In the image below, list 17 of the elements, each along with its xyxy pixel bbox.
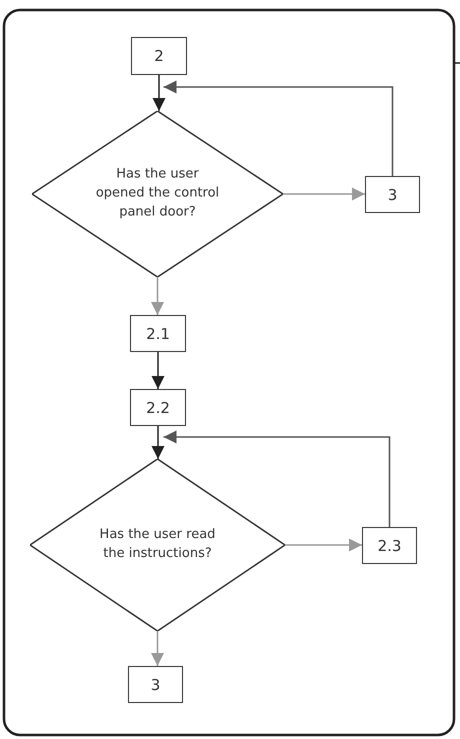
question-text: Has the user opened the control panel door? bbox=[94, 166, 220, 222]
arrow bbox=[283, 188, 365, 200]
arrow bbox=[152, 352, 164, 389]
step-box: 2 bbox=[131, 37, 187, 75]
step-box: 2.3 bbox=[362, 527, 417, 564]
arrow bbox=[151, 277, 164, 315]
arrow bbox=[152, 426, 164, 459]
question-text: Has the user read the instructions? bbox=[98, 526, 216, 563]
arrow bbox=[285, 538, 362, 552]
step-box: 3 bbox=[365, 176, 420, 213]
step-box: 3 bbox=[128, 666, 183, 703]
step-box: 2.2 bbox=[130, 389, 186, 426]
arrow bbox=[164, 80, 394, 176]
arrow bbox=[151, 631, 164, 666]
arrow bbox=[164, 430, 390, 527]
step-box: 2.1 bbox=[130, 315, 186, 352]
arrow bbox=[152, 75, 166, 111]
